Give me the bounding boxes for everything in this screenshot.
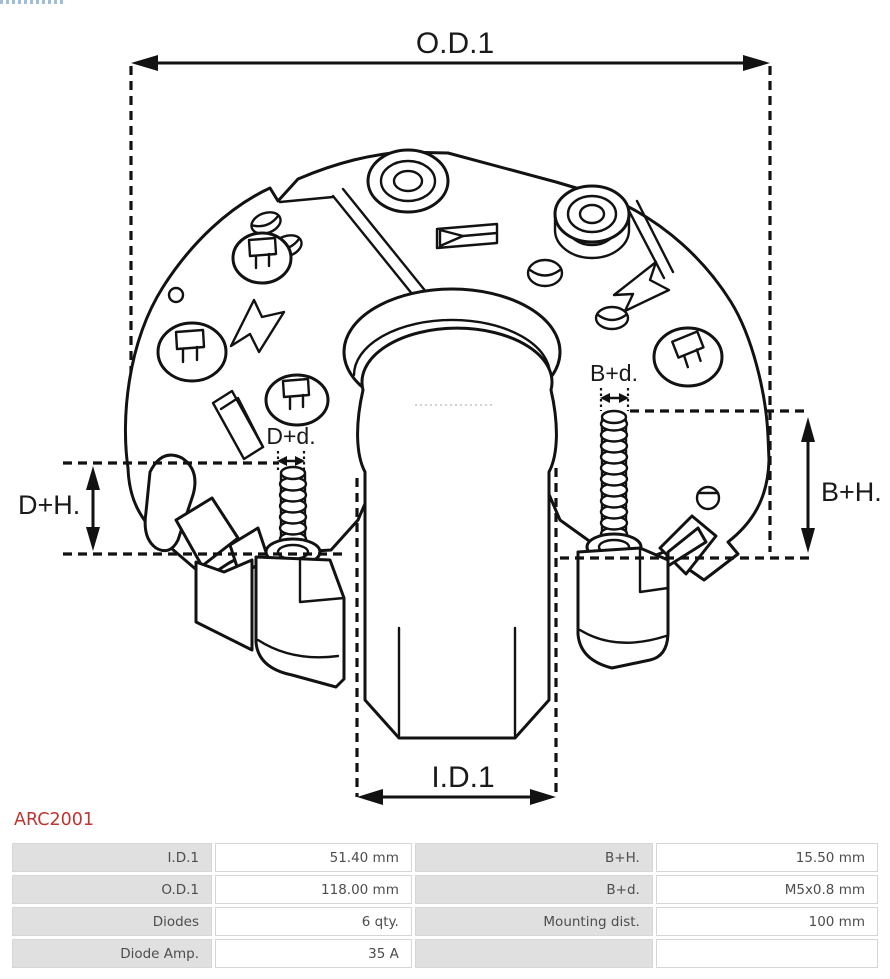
rectifier-drawing-svg: O.D.1	[18, 27, 882, 805]
slot-top	[435, 222, 499, 250]
table-row: Diode Amp. 35 A	[12, 939, 878, 968]
dimension-dd: D+d.	[266, 423, 316, 472]
spec-value: 118.00 mm	[215, 875, 412, 904]
table-row: I.D.1 51.40 mm B+H. 15.50 mm	[12, 843, 878, 872]
spec-label: Mounting dist.	[414, 907, 653, 936]
plate-holes	[167, 211, 721, 511]
dh-label: D+H.	[18, 490, 80, 520]
stud-right	[599, 409, 629, 543]
spec-label: B+d.	[414, 875, 653, 904]
spec-label: B+H.	[414, 843, 653, 872]
id1-label: I.D.1	[431, 761, 494, 794]
mount-foot-right	[576, 526, 708, 670]
bearing-boss-right	[553, 184, 631, 260]
dimension-id1: I.D.1	[355, 468, 558, 805]
spec-label	[414, 939, 653, 968]
dimension-bh: B+H.	[560, 409, 882, 560]
dd-label: D+d.	[266, 423, 315, 449]
spec-value: 15.50 mm	[655, 843, 878, 872]
spec-label: I.D.1	[12, 843, 213, 872]
spec-value: 51.40 mm	[215, 843, 412, 872]
spec-label: Diode Amp.	[12, 939, 213, 968]
spec-value: 6 qty.	[215, 907, 412, 936]
spec-value: M5x0.8 mm	[655, 875, 878, 904]
bh-label: B+H.	[821, 477, 882, 507]
arrow-mark-right	[612, 260, 671, 313]
dimension-od1: O.D.1	[129, 27, 772, 552]
dimension-dh: D+H.	[18, 461, 345, 556]
spec-value: 35 A	[215, 939, 412, 968]
bearing-boss-left	[366, 148, 450, 214]
central-bore	[342, 287, 562, 740]
spec-value	[655, 939, 878, 968]
table-row: O.D.1 118.00 mm B+d. M5x0.8 mm	[12, 875, 878, 904]
part-number: ARC2001	[14, 810, 95, 830]
spec-value: 100 mm	[655, 907, 878, 936]
slot-lower-left	[211, 389, 265, 461]
technical-drawing: O.D.1	[18, 27, 882, 805]
as-logo-strip-icon	[0, 0, 66, 4]
dimension-bd: B+d.	[590, 360, 638, 411]
spec-label: O.D.1	[12, 875, 213, 904]
arrow-mark-left	[229, 298, 286, 354]
od1-label: O.D.1	[416, 27, 494, 60]
stud-left	[278, 465, 308, 548]
bd-label: B+d.	[590, 360, 638, 386]
spec-table: I.D.1 51.40 mm B+H. 15.50 mm O.D.1 118.0…	[9, 840, 881, 971]
spec-label: Diodes	[12, 907, 213, 936]
diode-pads	[156, 231, 724, 427]
table-row: Diodes 6 qty. Mounting dist. 100 mm	[12, 907, 878, 936]
mount-foot-left	[194, 537, 346, 689]
